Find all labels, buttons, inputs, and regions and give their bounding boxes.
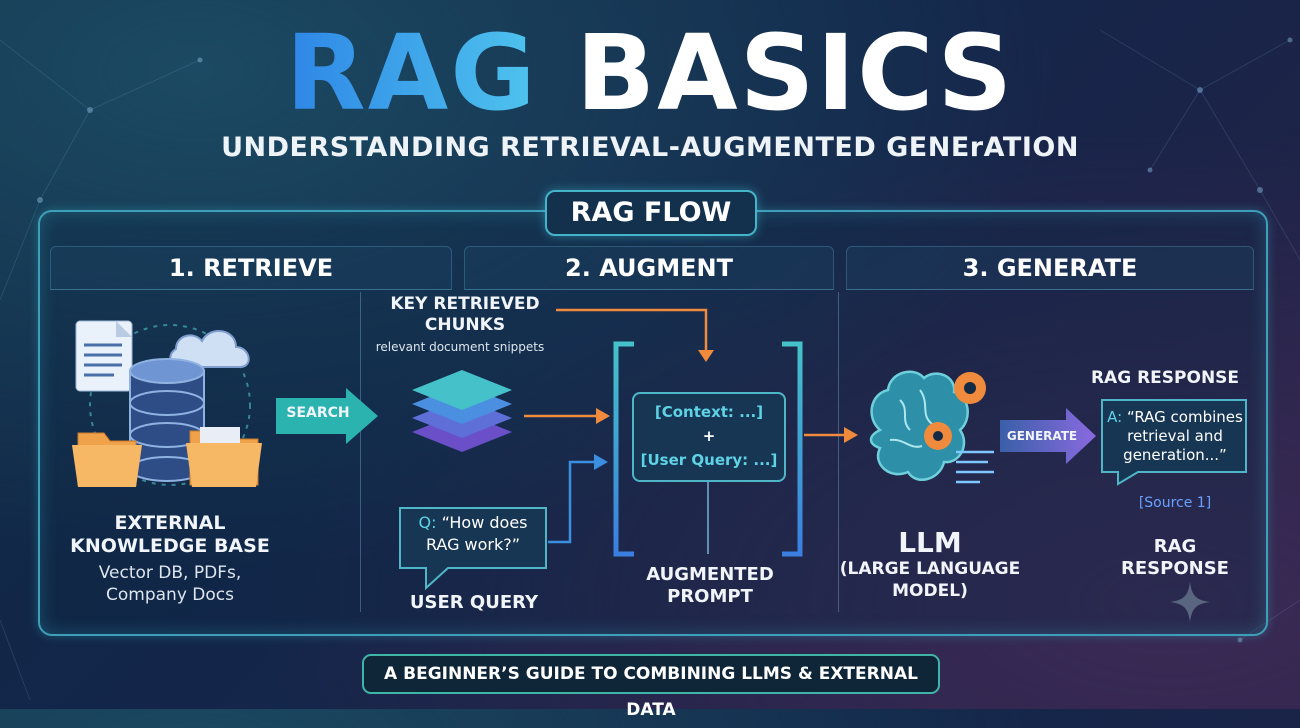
- phase-augment-header: 2. AUGMENT: [464, 246, 834, 290]
- answer-line1: “RAG combines: [1127, 408, 1243, 426]
- prompt-label-line2: PROMPT: [667, 586, 753, 607]
- kb-title: EXTERNAL KNOWLEDGE BASE: [70, 512, 270, 558]
- answer-line3: generation...”: [1123, 446, 1227, 464]
- title-rag: RAG: [285, 12, 538, 134]
- title-basics: BASICS: [575, 12, 1015, 134]
- flow-label: RAG FLOW: [545, 190, 757, 236]
- kb-description: Vector DB, PDFs, Company Docs: [70, 562, 270, 606]
- query-line2: RAG work?”: [425, 535, 521, 554]
- augmented-prompt-label: AUGMENTED PROMPT: [620, 564, 800, 608]
- response-title: RAG RESPONSE: [1090, 368, 1240, 388]
- response-label: RAG RESPONSE: [1090, 536, 1260, 580]
- knowledge-base-icon: [72, 320, 262, 487]
- prompt-label-line1: AUGMENTED: [646, 564, 774, 585]
- footer-banner: A BEGINNER’S GUIDE TO COMBINING LLMS & E…: [362, 654, 940, 720]
- prompt-user-query: [User Query: ...]: [640, 451, 778, 469]
- prompt-context: [Context: ...]: [654, 403, 764, 421]
- augmented-prompt-text: [Context: ...] + [User Query: ...]: [632, 400, 786, 472]
- query-line1: “How does: [441, 513, 528, 532]
- brain-gears-icon: [869, 370, 994, 484]
- response-source: [Source 1]: [1138, 495, 1212, 511]
- augmented-prompt-box: [632, 392, 786, 482]
- user-query-text: Q: “How does RAG work?”: [402, 512, 544, 556]
- chunks-title-line1: KEY RETRIEVED: [390, 294, 540, 314]
- llm-description: (LARGE LANGUAGE MODEL): [830, 558, 1030, 602]
- chunks-title: KEY RETRIEVED CHUNKS: [370, 294, 560, 336]
- response-text: A: “RAG combines retrieval and generatio…: [1104, 408, 1246, 465]
- answer-prefix: A:: [1107, 408, 1123, 426]
- chunks-title-line2: CHUNKS: [424, 315, 506, 335]
- phase-generate-header: 3. GENERATE: [846, 246, 1254, 290]
- response-label-line1: RAG: [1153, 536, 1197, 557]
- search-arrow-icon: [276, 388, 378, 444]
- kb-desc-line1: Vector DB, PDFs,: [98, 563, 242, 583]
- generate-label: GENERATE: [1006, 429, 1078, 443]
- answer-line2: retrieval and: [1127, 427, 1223, 445]
- query-q-prefix: Q:: [418, 513, 437, 532]
- subtitle: UNDERSTANDING RETRIEVAL-AUGMENTED GENErA…: [221, 132, 1079, 163]
- query-arrow: [548, 454, 608, 544]
- network-background: [0, 29, 1300, 701]
- page-title: RAG BASICS: [0, 18, 1300, 128]
- divider-right: [838, 292, 839, 612]
- phase-retrieve-header: 1. RETRIEVE: [50, 246, 452, 290]
- user-query-label: USER QUERY: [409, 592, 539, 613]
- prompt-plus: +: [702, 427, 716, 445]
- llm-desc-line2: MODEL): [892, 581, 968, 601]
- sparkle-icon: [1170, 582, 1210, 622]
- orange-arrows: [524, 308, 858, 443]
- prompt-brackets: [613, 341, 803, 557]
- response-bubble: [1101, 399, 1247, 486]
- chunks-description: relevant document snippets: [375, 340, 545, 354]
- divider-left: [360, 292, 361, 612]
- llm-desc-line1: (LARGE LANGUAGE: [839, 559, 1021, 579]
- llm-title: LLM: [898, 526, 962, 559]
- user-query-bubble: [399, 507, 547, 591]
- kb-title-line1: EXTERNAL: [114, 512, 226, 534]
- response-label-line2: RESPONSE: [1121, 558, 1229, 579]
- generate-arrow-icon: [1000, 408, 1096, 464]
- kb-desc-line2: Company Docs: [106, 585, 234, 605]
- chunks-stack-icon: [412, 370, 512, 452]
- kb-title-line2: KNOWLEDGE BASE: [70, 535, 270, 557]
- search-label: SEARCH: [286, 405, 350, 421]
